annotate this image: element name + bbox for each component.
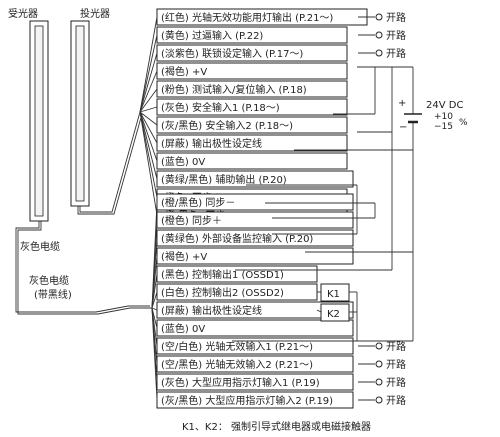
bottom-wire-label: (屏蔽) 输出极性设定线 [161, 304, 262, 317]
bottom-wire-label: (灰/黑色) 大型应用指示灯输入2 (P.19) [161, 394, 333, 407]
gray-cable-label: 灰色电缆 [20, 240, 60, 253]
emitter-sensor [70, 20, 90, 207]
power-voltage: 24V DC [426, 100, 463, 111]
top-wire-label: (黄色) 过逼输入 (P.22) [161, 29, 263, 42]
bottom-wire-label: (灰色) 大型应用指示灯输入1 (P.19) [161, 376, 320, 389]
svg-text:K2: K2 [327, 309, 340, 320]
open-terminal-icon [375, 378, 383, 386]
gray-black-cable-label-1: 灰色电缆 [29, 274, 69, 287]
top-wire-label: (淡紫色) 联锁设定输入 (P.17～) [161, 47, 303, 60]
bottom-wire-label: (空/白色) 光轴无效输入1 (P.21～) [161, 340, 313, 353]
top-fan-wire [139, 16, 158, 113]
top-wire-label: (红色) 光轴无效功能用灯输出 (P.21～) [161, 11, 333, 24]
top-fan-wire [139, 106, 158, 113]
svg-text:+: + [398, 98, 406, 109]
open-circuit-label: 开路 [386, 340, 406, 353]
top-fan-wire [139, 111, 158, 198]
tolerance-unit: % [459, 118, 468, 128]
top-wire-label: (黄绿/黑色) 辅助输出 (P.20) [161, 173, 287, 186]
bottom-wire-label: (橙色) 同步＋ [161, 214, 222, 227]
bottom-wire-label: (蓝色) 0V [161, 322, 205, 335]
bottom-wire-label: (褐色) +V [161, 250, 207, 263]
tolerance-plus: +10 [434, 112, 453, 122]
relay-k2: K2 [320, 303, 350, 322]
top-fan-wire [139, 111, 158, 144]
top-fan-wire [139, 88, 158, 113]
top-fan-wire [139, 111, 158, 126]
tolerance-minus: −15 [434, 122, 453, 132]
svg-text:−: − [399, 122, 407, 133]
top-wire-label: (蓝色) 0V [161, 155, 205, 168]
open-terminal-icon [375, 49, 383, 57]
bottom-wire-label: (黑色) 控制输出1 (OSSD1) [161, 268, 284, 281]
emitter-label: 投光器 [80, 7, 110, 20]
bottom-fan-wire [151, 291, 158, 309]
open-circuit-label: 开路 [386, 47, 406, 60]
open-terminal-icon [375, 360, 383, 368]
open-terminal-icon [375, 13, 383, 21]
top-wire-label: (灰/黑色) 安全输入2 (P.18～) [161, 119, 293, 132]
open-circuit-label: 开路 [386, 394, 406, 407]
bottom-wire-label: (黄绿色) 外部设备监控输入 (P.20) [161, 232, 313, 245]
footnote: K1、K2： 强制引导式继电器或电磁接触器 [182, 420, 371, 433]
top-wire-group: (红色) 光轴无效功能用灯输出 (P.21～) (黄色) 过逼输入 (P.22) (… [139, 8, 368, 224]
open-terminal-icon [375, 31, 383, 39]
top-fan-wire [139, 111, 158, 162]
bottom-fan-wire [151, 307, 158, 311]
top-wire-label: (褐色) +V [161, 65, 207, 78]
open-terminal-icon [375, 396, 383, 404]
receiver-sensor [29, 20, 49, 222]
bottom-fan-wire [151, 307, 158, 401]
open-circuit-label: 开路 [386, 29, 406, 42]
open-circuit-label: 开路 [386, 376, 406, 389]
receiver-label: 受光器 [8, 7, 38, 20]
open-circuit-label: 开路 [386, 358, 406, 371]
top-fan-wire [139, 52, 158, 113]
open-terminal-icon [375, 342, 383, 350]
open-circuit-label: 开路 [386, 11, 406, 24]
bottom-wire-label: (空/黑色) 光轴无效输入2 (P.21～) [161, 358, 313, 371]
top-fan-wire [139, 111, 158, 216]
relay-k1: K1 [320, 283, 350, 302]
bottom-fan-wire [151, 273, 158, 309]
power-supply: + − 24V DC +10 −15 % [398, 67, 468, 150]
top-fan-wire [139, 34, 158, 113]
bottom-wire-label: (橙/黑色) 同步－ [161, 196, 235, 209]
bottom-wire-label: (白色) 控制输出2 (OSSD2) [161, 286, 284, 299]
top-fan-wire [139, 111, 158, 180]
top-wire-label: (灰色) 安全输入1 (P.18～) [161, 101, 280, 114]
top-wire-label: (粉色) 测试输入/复位输入 (P.18) [161, 83, 307, 96]
svg-text:K1: K1 [327, 289, 340, 300]
top-wire-label: (屏蔽) 输出极性设定线 [161, 137, 262, 150]
bottom-wire-group: (橙/黑色) 同步－ (橙色) 同步＋ (黄绿色) 外部设备监控输入 (P.20) (… [151, 193, 354, 409]
bus-wires [232, 66, 414, 342]
top-fan-wire [139, 70, 158, 113]
gray-black-cable-label-2: (带黑线) [34, 288, 72, 301]
